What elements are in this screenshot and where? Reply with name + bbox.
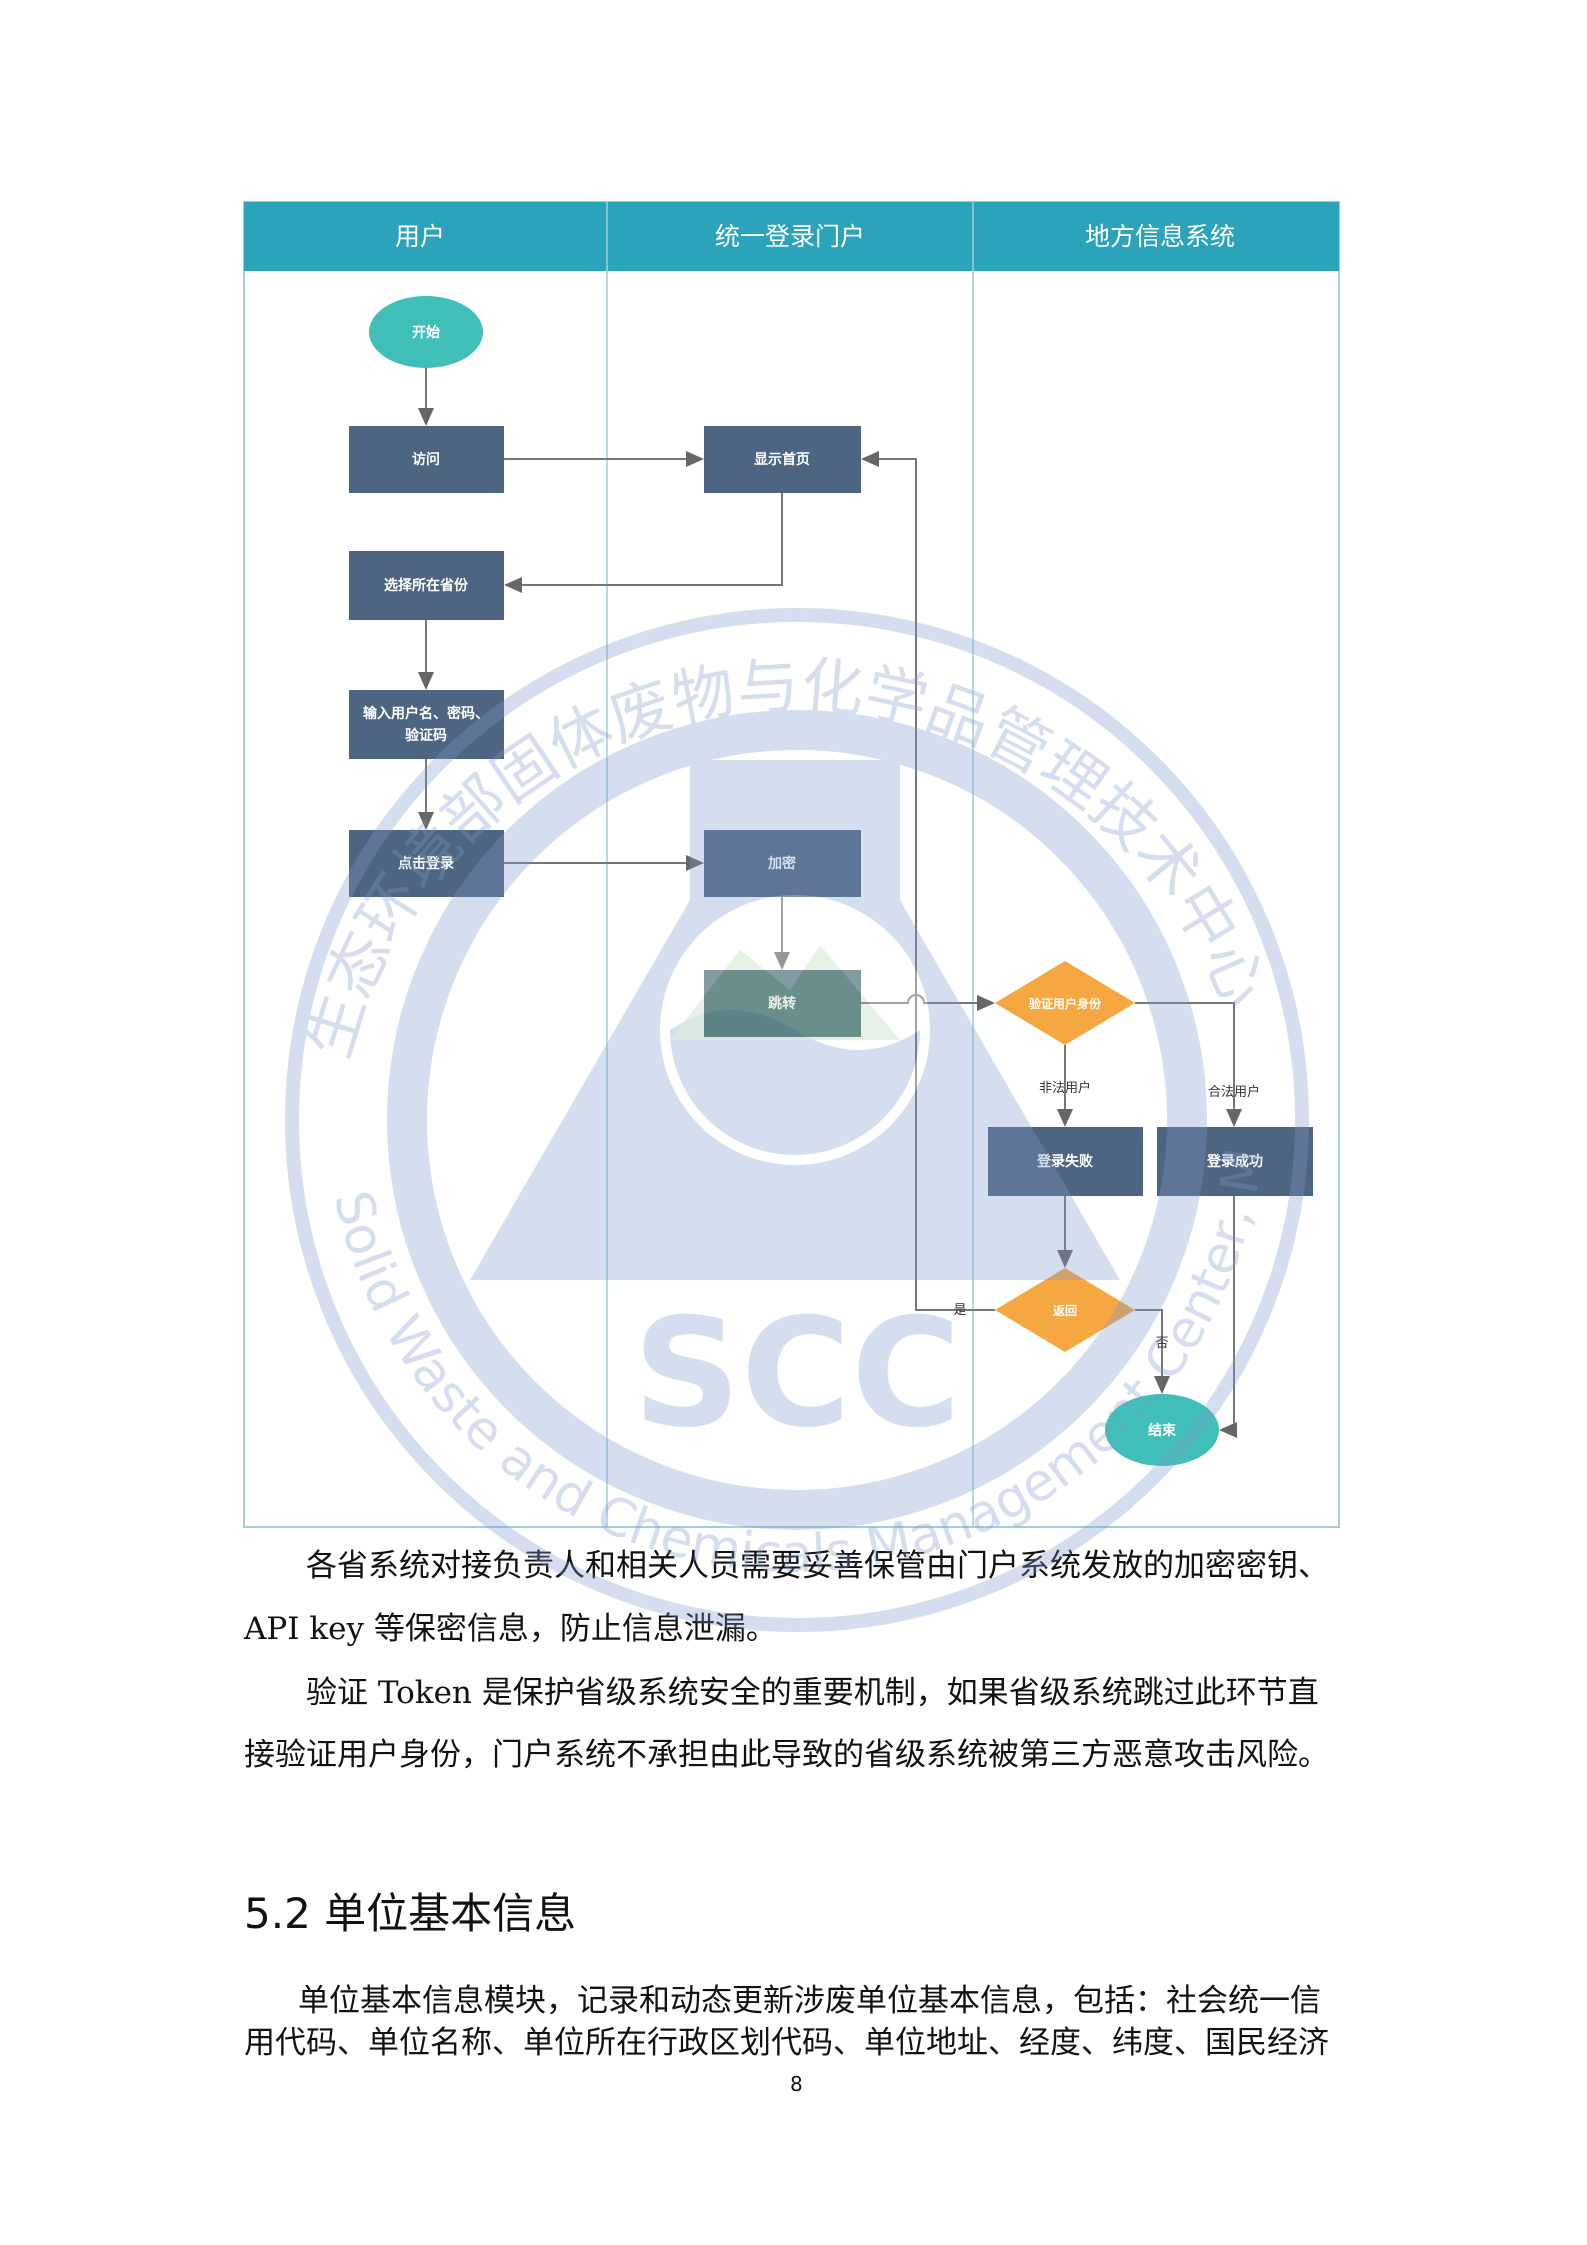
login-success-node [1157,1127,1313,1196]
click-login-label: 点击登录 [398,855,454,872]
start-label: 开始 [412,324,440,341]
edges [418,368,1242,1438]
lane-header-portal: 统一登录门户 [715,222,865,251]
start-node [369,296,483,368]
return-label: 返回 [1053,1303,1077,1318]
edge-label-yes: 是 [953,1303,966,1318]
section-heading: 5.2 单位基本信息 [244,1889,577,1938]
verify-label: 验证用户身份 [1029,996,1102,1011]
input-credentials-label-1: 输入用户名、密码、 [363,705,489,722]
edge-label-no: 否 [1155,1336,1168,1351]
lane-header-local-system: 地方信息系统 [1085,222,1235,251]
page-number: 8 [790,2072,803,2096]
redirect-label: 跳转 [768,995,796,1012]
encrypt-node [704,830,861,897]
login-success-label: 登录成功 [1206,1153,1263,1170]
login-fail-node [988,1127,1143,1196]
select-province-label: 选择所在省份 [384,577,469,594]
redirect-node [704,970,861,1037]
visit-label: 访问 [412,451,440,468]
input-credentials-label-2: 验证码 [405,727,447,744]
edge-return-end [1135,1309,1170,1394]
edge-success-end [1219,1196,1237,1438]
visit-node [349,426,504,493]
encrypt-label: 加密 [767,855,796,872]
show-home-node [704,426,861,493]
edge-return-home [861,451,995,1311]
lane-header-user: 用户 [395,222,445,251]
show-home-label: 显示首页 [754,451,810,468]
lane-header-bar [244,202,1339,271]
paragraph-3-line-2: 用代码、单位名称、单位所在行政区划代码、单位地址、经度、纬度、国民经济 [244,2025,1329,2061]
paragraph-1-line-2: API key 等保密信息，防止信息泄漏。 [244,1611,777,1647]
end-node [1105,1394,1219,1466]
end-label: 结束 [1148,1422,1177,1439]
paragraph-2-line-2: 接验证用户身份，门户系统不承担由此导致的省级系统被第三方恶意攻击风险。 [244,1737,1329,1773]
paragraph-3-line-1: 单位基本信息模块，记录和动态更新涉废单位基本信息，包括：社会统一信 [298,1983,1321,2019]
edge-verify-success [1135,1002,1242,1127]
verify-decision [995,961,1135,1045]
edge-home-select [504,493,783,593]
paragraph-1-line-1: 各省系统对接负责人和相关人员需要妥善保管由门户系统发放的加密密钥、 [306,1548,1329,1584]
return-decision [995,1268,1135,1352]
login-fail-label: 登录失败 [1036,1153,1094,1170]
edge-label-legal-user: 合法用户 [1208,1084,1260,1100]
edge-label-illegal-user: 非法用户 [1039,1080,1091,1096]
select-province-node [349,551,504,620]
click-login-node [349,830,504,897]
input-credentials-node [349,690,504,759]
paragraph-2-line-1: 验证 Token 是保护省级系统安全的重要机制，如果省级系统跳过此环节直 [306,1675,1319,1711]
